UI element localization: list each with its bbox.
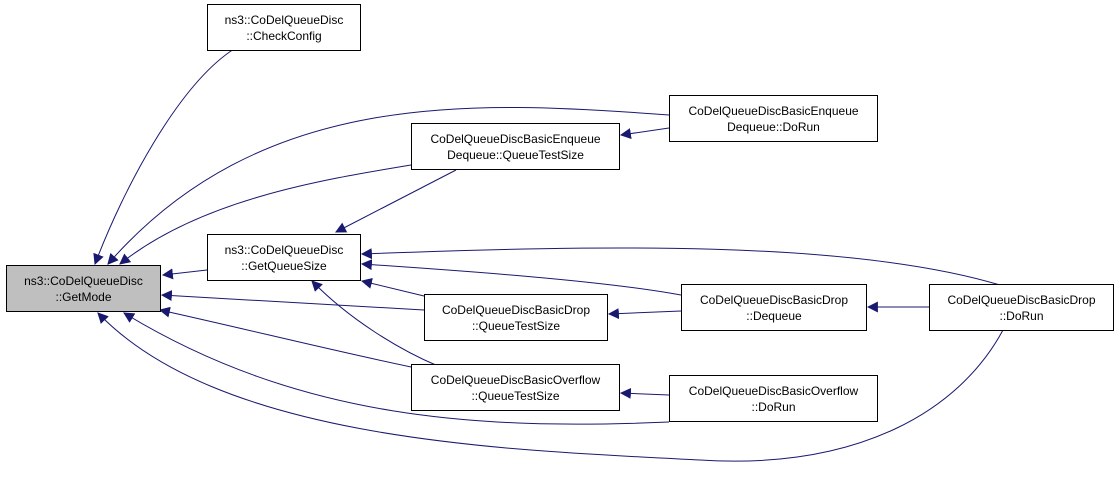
node-getqueuesize-line2: ::GetQueueSize [241,258,327,273]
edge-checkconfig-to-getmode [93,48,235,266]
edge-enq-qts-to-getmode [119,164,412,265]
node-drop-dequeue-line2: ::Dequeue [746,308,802,323]
edge-overflow-dorun-to-overflow-qts [619,387,670,399]
node-drop-dequeue[interactable]: CoDelQueueDiscBasicDrop ::Dequeue [681,284,867,331]
node-getqueuesize-line1: ns3::CoDelQueueDisc [224,242,344,257]
edge-enq-qts-to-getqueuesize [335,169,457,233]
edge-drop-qts-to-getmode [160,290,425,311]
edge-overflow-qts-to-getmode [158,306,412,368]
node-drop-dequeue-line1: CoDelQueueDiscBasicDrop [699,292,849,307]
edge-enq-dorun-to-getmode [107,106,670,265]
edge-drop-qts-to-getqueuesize [360,277,425,297]
node-overflow-dorun[interactable]: CoDelQueueDiscBasicOverflow ::DoRun [669,375,878,422]
node-getqueuesize[interactable]: ns3::CoDelQueueDisc ::GetQueueSize [207,234,361,281]
node-checkconfig[interactable]: ns3::CoDelQueueDisc ::CheckConfig [207,4,361,51]
node-checkconfig-line2: ::CheckConfig [246,28,322,43]
node-checkconfig-line1: ns3::CoDelQueueDisc [224,12,344,27]
node-overflow-dorun-line1: CoDelQueueDiscBasicOverflow [688,383,859,398]
edge-overflow-dorun-to-getmode [123,312,670,425]
edge-getqueuesize-to-getmode [161,268,208,280]
node-enq-qts-line1: CoDelQueueDiscBasicEnqueue [430,131,601,146]
edge-drop-dorun-to-getqueuesize [360,247,1001,286]
node-drop-qts-line1: CoDelQueueDiscBasicDrop [441,302,591,317]
node-drop-queuetestsize[interactable]: CoDelQueueDiscBasicDrop ::QueueTestSize [424,294,608,341]
node-overflow-queuetestsize[interactable]: CoDelQueueDiscBasicOverflow ::QueueTestS… [411,364,620,411]
edge-drop-dequeue-to-getqueuesize [360,259,682,296]
node-drop-qts-line2: ::QueueTestSize [471,318,561,333]
node-getmode: ns3::CoDelQueueDisc ::GetMode [6,265,161,312]
node-getmode-line1: ns3::CoDelQueueDisc [24,273,143,288]
edge-overflow-qts-to-getqueuesize [311,280,439,367]
node-enqueue-dequeue-dorun[interactable]: CoDelQueueDiscBasicEnqueue Dequeue::DoRu… [669,95,878,142]
node-enq-qts-line2: Dequeue::QueueTestSize [447,147,584,162]
node-overflow-qts-line1: CoDelQueueDiscBasicOverflow [430,372,601,387]
node-enq-dorun-line2: Dequeue::DoRun [727,119,820,134]
edge-drop-dorun-to-getmode [97,312,1004,462]
edge-drop-dequeue-to-drop-qts [607,308,682,320]
node-drop-dorun-line2: ::DoRun [999,308,1044,323]
node-getmode-line2: ::GetMode [55,289,112,304]
node-enqueue-dequeue-queuetestsize[interactable]: CoDelQueueDiscBasicEnqueue Dequeue::Queu… [411,123,620,170]
node-overflow-qts-line2: ::QueueTestSize [471,388,560,403]
node-drop-dorun-line1: CoDelQueueDiscBasicDrop [947,292,1096,307]
node-drop-dorun[interactable]: CoDelQueueDiscBasicDrop ::DoRun [929,284,1114,331]
node-enq-dorun-line1: CoDelQueueDiscBasicEnqueue [688,103,859,118]
edge-enq-dorun-to-enq-qts [619,127,670,140]
node-overflow-dorun-line2: ::DoRun [751,399,796,414]
